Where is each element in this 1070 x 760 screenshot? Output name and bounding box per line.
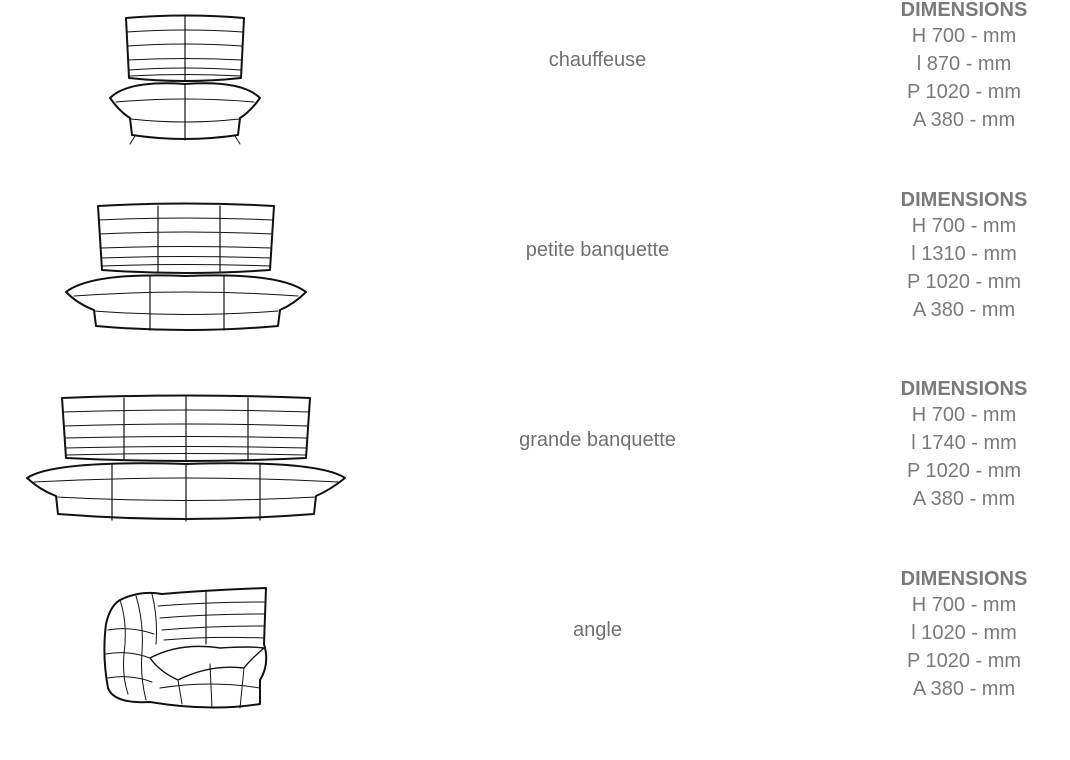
dimension-depth: P 1020 - mm: [906, 81, 1022, 103]
product-name: petite banquette: [525, 239, 670, 261]
sofa-angle-drawing: [103, 587, 268, 709]
dimension-seat-height: A 380 - mm: [912, 678, 1016, 700]
product-name: angle: [573, 619, 622, 641]
dimensions-block: DIMENSIONS H 700 - mm l 1740 - mm P 1020…: [880, 377, 1048, 513]
dimensions-heading: DIMENSIONS: [900, 378, 1028, 400]
product-row-chauffeuse: chauffeuse DIMENSIONS H 700 - mm l 870 -…: [0, 0, 1070, 190]
dimension-seat-height: A 380 - mm: [912, 488, 1016, 510]
sofa-chauffeuse-drawing: [109, 14, 261, 145]
dimensions-heading: DIMENSIONS: [900, 568, 1028, 590]
dimension-seat-height: A 380 - mm: [912, 109, 1016, 131]
dimension-height: H 700 - mm: [911, 215, 1017, 237]
dimension-height: H 700 - mm: [911, 404, 1017, 426]
dimensions-block: DIMENSIONS H 700 - mm l 870 - mm P 1020 …: [880, 0, 1048, 134]
dimension-depth: P 1020 - mm: [906, 271, 1022, 293]
dimensions-block: DIMENSIONS H 700 - mm l 1310 - mm P 1020…: [880, 188, 1048, 324]
dimension-height: H 700 - mm: [911, 594, 1017, 616]
dimension-height: H 700 - mm: [911, 25, 1017, 47]
dimension-width: l 1310 - mm: [911, 243, 1017, 265]
product-name: chauffeuse: [548, 49, 647, 71]
sofa-grande-banquette-drawing: [26, 394, 346, 522]
dimensions-heading: DIMENSIONS: [900, 0, 1028, 21]
product-row-petite-banquette: petite banquette DIMENSIONS H 700 - mm l…: [0, 188, 1070, 380]
product-name: grande banquette: [519, 429, 676, 451]
dimension-seat-height: A 380 - mm: [912, 299, 1016, 321]
product-row-angle: angle DIMENSIONS H 700 - mm l 1020 - mm …: [0, 567, 1070, 760]
dimension-width: l 1740 - mm: [911, 432, 1017, 454]
sofa-petite-banquette-drawing: [65, 202, 307, 331]
dimension-width: l 870 - mm: [916, 53, 1012, 75]
product-row-grande-banquette: grande banquette DIMENSIONS H 700 - mm l…: [0, 377, 1070, 570]
dimension-depth: P 1020 - mm: [906, 460, 1022, 482]
dimensions-heading: DIMENSIONS: [900, 189, 1028, 211]
dimensions-block: DIMENSIONS H 700 - mm l 1020 - mm P 1020…: [880, 567, 1048, 703]
dimension-width: l 1020 - mm: [911, 622, 1017, 644]
dimension-depth: P 1020 - mm: [906, 650, 1022, 672]
